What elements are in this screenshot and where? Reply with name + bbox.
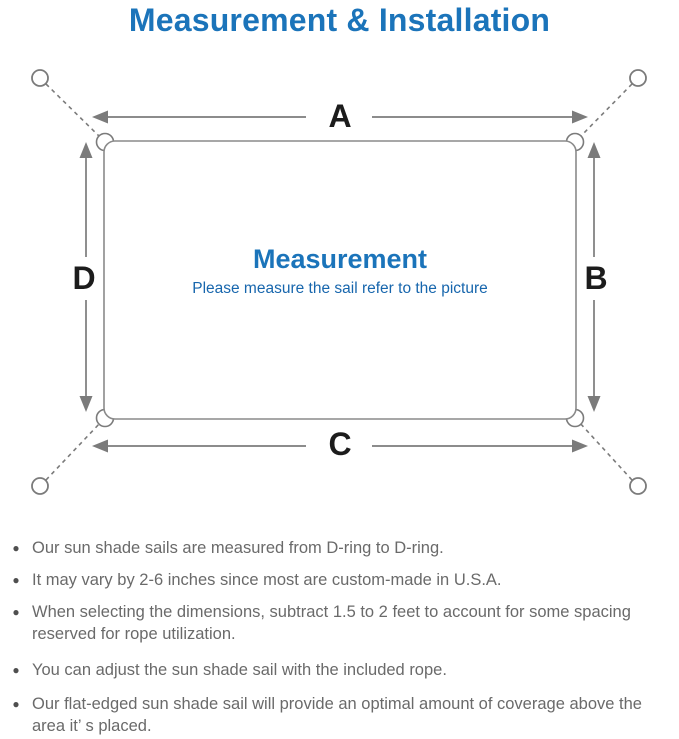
page-title: Measurement & Installation xyxy=(128,2,551,38)
list-item: ● You can adjust the sun shade sail with… xyxy=(10,659,672,681)
dashed-rope-top-left xyxy=(45,83,102,139)
note-text: When selecting the dimensions, subtract … xyxy=(32,603,631,643)
list-item: ● It may vary by 2-6 inches since most a… xyxy=(10,569,672,591)
notes-list: ● Our sun shade sails are measured from … xyxy=(10,537,672,739)
bullet-icon: ● xyxy=(12,663,20,677)
dashed-rope-top-right xyxy=(578,83,633,139)
list-item: ● When selecting the dimensions, subtrac… xyxy=(10,601,672,645)
dimension-label-a: A xyxy=(328,98,352,134)
bullet-icon: ● xyxy=(12,541,20,555)
dimension-arrow-d-up xyxy=(79,142,93,158)
dashed-rope-bottom-left xyxy=(45,421,102,481)
dimension-label-c: C xyxy=(328,426,352,462)
dimension-arrow-d-down xyxy=(79,396,93,412)
dimension-arrow-c-left xyxy=(92,439,108,453)
note-text: Our flat-edged sun shade sail will provi… xyxy=(32,695,642,735)
list-item: ● Our sun shade sails are measured from … xyxy=(10,537,672,559)
dimension-arrow-b-down xyxy=(587,396,601,412)
note-text: You can adjust the sun shade sail with t… xyxy=(32,661,447,679)
bullet-icon: ● xyxy=(12,697,20,711)
anchor-ring-icon-top-right xyxy=(629,69,647,87)
list-item: ● Our flat-edged sun shade sail will pro… xyxy=(10,693,672,737)
dimension-label-d: D xyxy=(72,260,96,296)
bullet-icon: ● xyxy=(12,605,20,619)
dimension-arrow-c-right xyxy=(572,439,588,453)
dimension-arrow-b-up xyxy=(587,142,601,158)
anchor-ring-icon-top-left xyxy=(31,69,49,87)
anchor-ring-icon-bottom-left xyxy=(31,477,49,495)
anchor-ring-icon-bottom-right xyxy=(629,477,647,495)
measurement-heading: Measurement xyxy=(252,244,428,274)
bullet-icon: ● xyxy=(12,573,20,587)
measurement-subtitle: Please measure the sail refer to the pic… xyxy=(192,280,488,297)
dimension-arrow-a-left xyxy=(92,110,108,124)
note-text: It may vary by 2-6 inches since most are… xyxy=(32,571,502,589)
dimension-label-b: B xyxy=(584,260,608,296)
dashed-rope-bottom-right xyxy=(578,421,633,481)
note-text: Our sun shade sails are measured from D-… xyxy=(32,539,444,557)
sail-rectangle xyxy=(103,140,577,420)
dimension-arrow-a-right xyxy=(572,110,588,124)
